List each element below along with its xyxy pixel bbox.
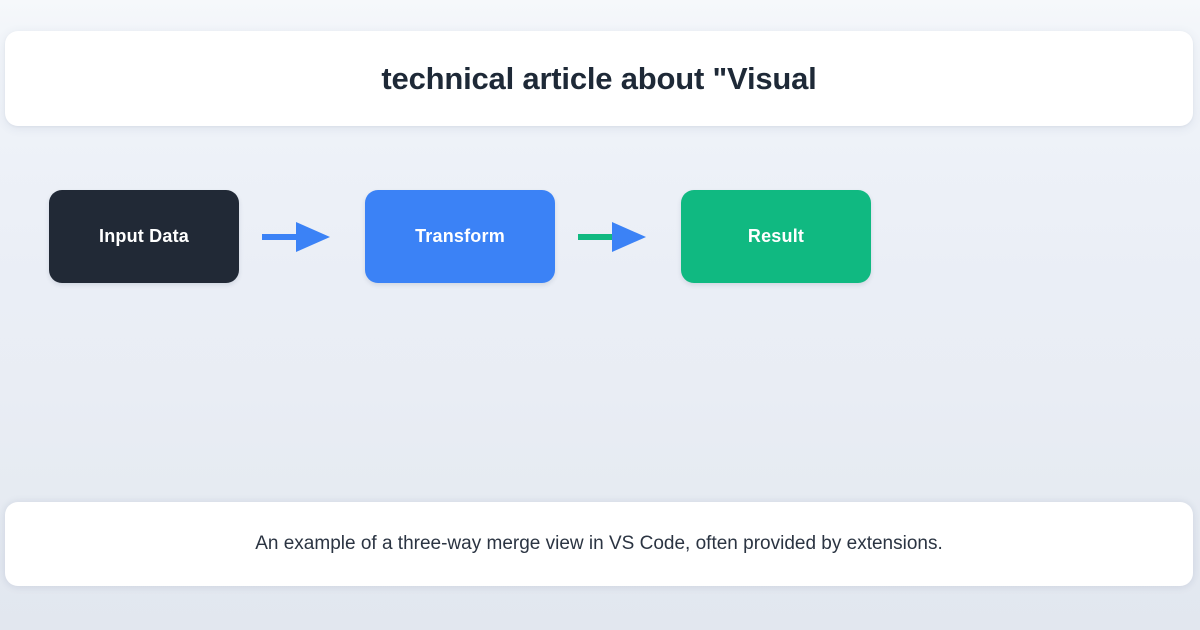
diagram-node-label: Input Data <box>99 225 189 246</box>
diagram-node-result[interactable]: Result <box>681 190 871 283</box>
caption-card: An example of a three-way merge view in … <box>5 502 1193 586</box>
caption-text: An example of a three-way merge view in … <box>255 532 943 554</box>
diagram-node-label: Result <box>747 225 805 246</box>
diagram-stage: Input Data Transform <box>0 126 1200 502</box>
diagram-node-transform[interactable]: Transform <box>365 190 555 283</box>
diagram-node-label: Transform <box>415 225 505 246</box>
connector-input-to-transform <box>239 215 365 259</box>
arrow-right-icon <box>262 221 330 252</box>
arrow-right-icon <box>578 221 646 252</box>
header-card: technical article about "Visual <box>5 31 1193 126</box>
flow-diagram: Input Data Transform <box>49 190 871 283</box>
page-title: technical article about "Visual <box>381 60 817 96</box>
diagram-node-input[interactable]: Input Data <box>49 190 239 283</box>
connector-transform-to-result <box>555 215 681 259</box>
